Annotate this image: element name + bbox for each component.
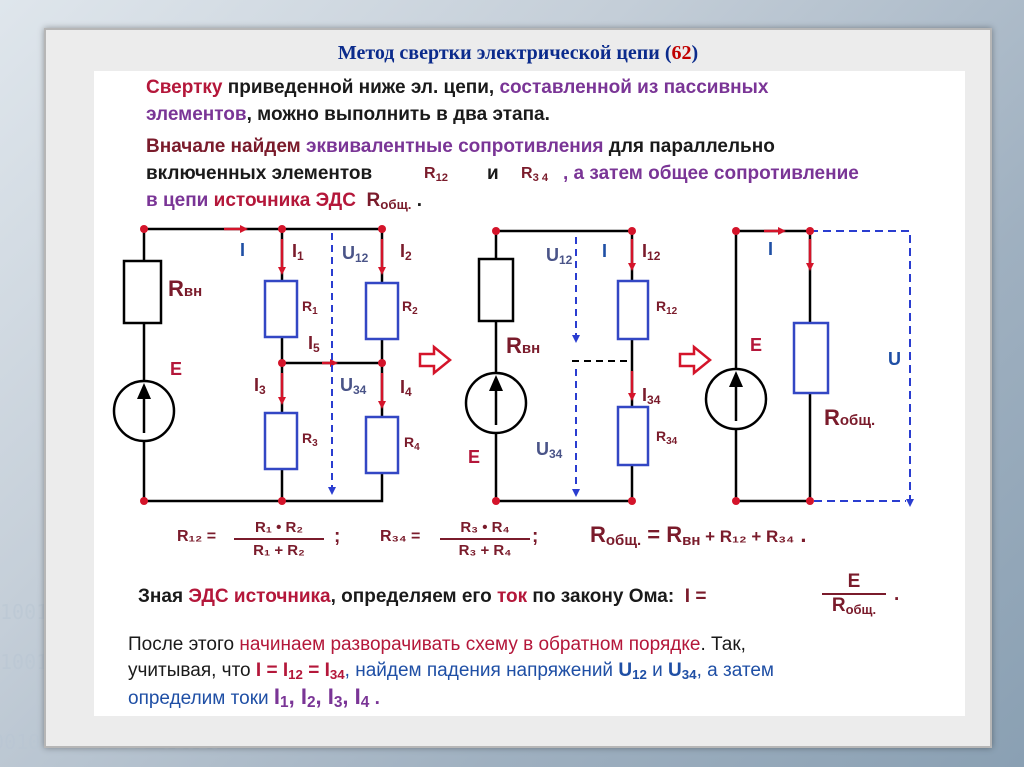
circuit-equivalent-elements bbox=[704, 227, 914, 507]
label-r34: R34 bbox=[656, 428, 678, 447]
formula-r34: R₃₄ = bbox=[380, 528, 421, 545]
label-u34-1: U34 bbox=[340, 375, 367, 397]
intro-line-4: включенных элементов bbox=[146, 163, 373, 184]
label-i3: I3 bbox=[254, 375, 266, 397]
intro-r12: R12 bbox=[424, 165, 449, 184]
formula-total: Rобщ. = Rвн + R₁₂ + R₃₄ . bbox=[590, 522, 807, 549]
label-i-1: I bbox=[240, 240, 245, 260]
label-u34-2: U34 bbox=[536, 439, 563, 461]
ohm-line: Зная ЭДС источника, определяем его ток п… bbox=[138, 586, 707, 607]
transform-arrow-1 bbox=[418, 344, 452, 376]
label-r12: R12 bbox=[656, 298, 678, 317]
label-i-2: I bbox=[602, 241, 607, 261]
ohm-fraction: E Rобщ. bbox=[822, 571, 886, 621]
after-line-2: учитывая, что I = I12 = I34, найдем паде… bbox=[128, 660, 774, 682]
circuit-original-elements bbox=[112, 225, 400, 505]
circuit-reduced-elements bbox=[464, 227, 650, 505]
label-e-2: E bbox=[468, 447, 480, 467]
label-r3: R3 bbox=[302, 430, 318, 449]
label-i-3: I bbox=[768, 239, 773, 259]
label-e-1: E bbox=[170, 359, 182, 379]
label-robsh: Rобщ. bbox=[824, 405, 875, 430]
label-e-3: E bbox=[750, 335, 762, 355]
slide-title: Метод свертки электрической цепи (62) bbox=[337, 42, 699, 64]
label-i34: I34 bbox=[642, 385, 661, 407]
formula-semicolon-2: ; bbox=[532, 526, 539, 547]
label-i1: I1 bbox=[292, 241, 304, 263]
intro-line-5: в цепи источника ЭДС Rобщ. . bbox=[146, 190, 423, 212]
formula-r12-fraction: R₁ • R₂ R₁ + R₂ bbox=[234, 519, 324, 559]
label-i2: I2 bbox=[400, 241, 412, 263]
transform-arrow-2 bbox=[678, 344, 712, 376]
label-i4: I4 bbox=[400, 377, 412, 399]
content-panel: Свертку приведенной ниже эл. цепи, соста… bbox=[94, 71, 965, 716]
label-u12-1: U12 bbox=[342, 243, 369, 265]
intro-and: и bbox=[487, 163, 499, 184]
ohm-dot: . bbox=[894, 584, 900, 605]
after-line-1: После этого начинаем разворачивать схему… bbox=[128, 634, 746, 655]
after-line-3: определим токи I1, I2, I3, I4 . bbox=[128, 684, 380, 711]
label-i12: I12 bbox=[642, 241, 661, 263]
label-u: U bbox=[888, 349, 901, 369]
slide: Метод свертки электрической цепи (62) Св… bbox=[44, 28, 992, 748]
intro-line-2: элементов, можно выполнить в два этапа. bbox=[146, 104, 550, 125]
label-r4: R4 bbox=[404, 434, 420, 453]
label-rvn-2: Rвн bbox=[506, 333, 540, 358]
formula-semicolon-1: ; bbox=[334, 526, 341, 547]
formula-r34-fraction: R₃ • R₄ R₃ + R₄ bbox=[440, 519, 530, 559]
formula-r12: R₁₂ = bbox=[177, 528, 217, 545]
intro-r34: R3 4 bbox=[521, 165, 549, 184]
circuit-diagram: Rвн E I I1 U12 I2 R1 R2 I5 I3 U34 I4 R3 … bbox=[112, 225, 914, 507]
intro-line-3: Вначале найдем эквивалентные сопротивлен… bbox=[146, 136, 775, 157]
label-r1: R1 bbox=[302, 298, 318, 317]
intro-line-4-end: , а затем общее сопротивление bbox=[563, 163, 859, 184]
label-u12-2: U12 bbox=[546, 245, 573, 267]
circuit-reduced bbox=[494, 229, 634, 503]
intro-line-1: Свертку приведенной ниже эл. цепи, соста… bbox=[146, 77, 769, 98]
label-rvn-1: Rвн bbox=[168, 276, 202, 301]
label-r2: R2 bbox=[402, 298, 418, 317]
label-i5: I5 bbox=[308, 333, 320, 355]
